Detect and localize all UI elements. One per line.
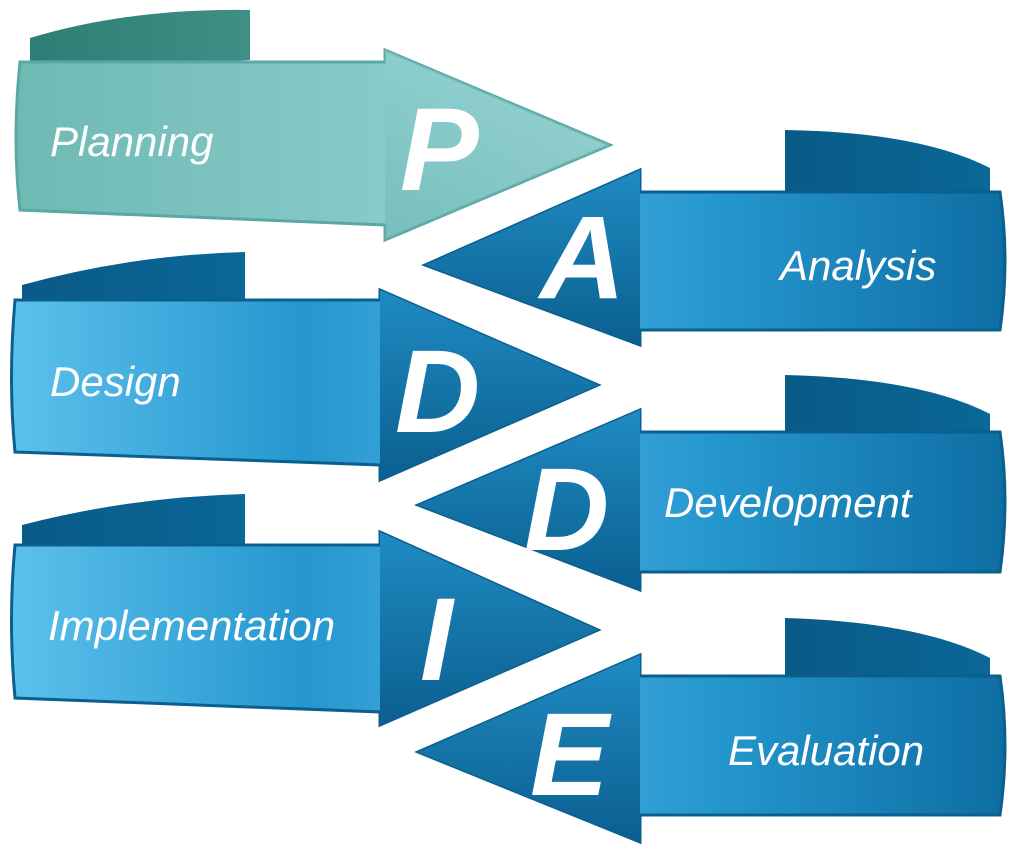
evaluation-label: Evaluation (728, 727, 924, 774)
development-arrow-head (418, 410, 640, 590)
evaluation-letter: E (530, 689, 612, 821)
implementation-arrow (10, 494, 602, 728)
planning-letter: P (400, 84, 479, 216)
implementation-arrow-head (380, 532, 598, 725)
planning-arrow-head (385, 50, 610, 240)
design-letter: D (395, 326, 480, 458)
design-label: Design (50, 358, 181, 405)
evaluation-arrow (414, 618, 1007, 845)
analysis-arrow (421, 130, 1007, 348)
planning-arrow (14, 9, 614, 243)
development-label: Development (664, 479, 914, 526)
development-arrow (414, 375, 1007, 593)
design-ribbon-top (22, 252, 245, 308)
analysis-ribbon-top (785, 130, 990, 205)
design-arrow-head (380, 290, 598, 480)
planning-ribbon-top (30, 9, 250, 70)
development-letter: D (524, 444, 609, 576)
design-arrow (10, 252, 602, 483)
implementation-label: Implementation (48, 602, 335, 649)
evaluation-arrow-head (418, 655, 640, 842)
planning-label: Planning (50, 118, 213, 165)
analysis-label: Analysis (777, 242, 936, 289)
analysis-arrow-head (425, 170, 640, 345)
implementation-letter: I (420, 574, 455, 706)
implementation-ribbon-top (22, 494, 245, 552)
analysis-letter: A (537, 192, 625, 324)
